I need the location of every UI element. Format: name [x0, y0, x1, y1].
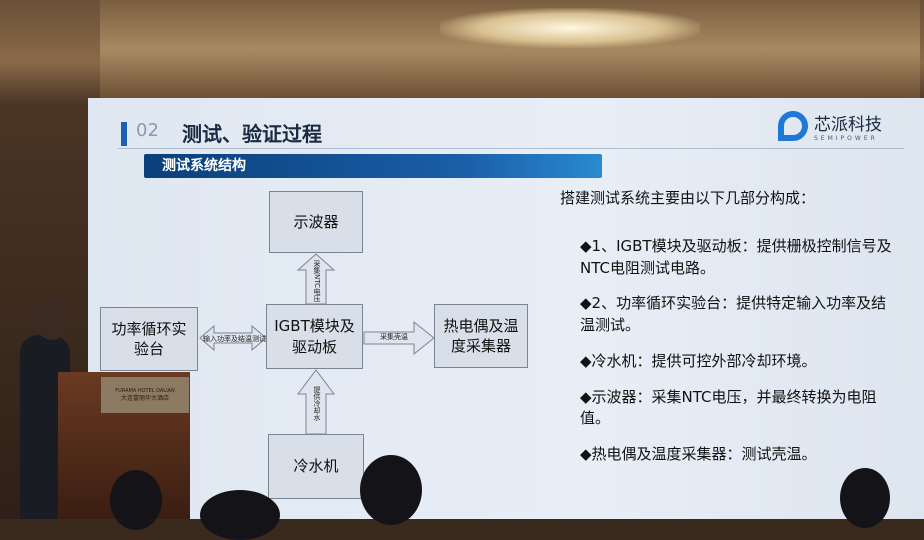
audience-head	[200, 490, 280, 540]
chandelier	[440, 8, 700, 48]
audience-head	[840, 468, 890, 528]
speaker-head	[34, 298, 70, 340]
arrow-right	[363, 320, 435, 356]
list-item: ◆2、功率循环实验台：提供特定输入功率及结温测试。	[580, 294, 887, 334]
section-number: 02	[136, 120, 159, 141]
logo-icon	[778, 111, 808, 141]
arrow-label-ntc: 采集NTC电压	[313, 260, 321, 302]
ceiling	[100, 0, 920, 100]
arrow-left-right	[199, 324, 267, 352]
arrow-up-top	[296, 253, 336, 305]
audience-head	[360, 455, 422, 525]
list-item: ◆热电偶及温度采集器：测试壳温。	[580, 445, 817, 463]
logo-cn: 芯派科技	[814, 115, 882, 135]
arrow-label-cooling: 提供冷却水	[313, 386, 321, 421]
section-bar: 测试系统结构	[144, 154, 602, 178]
arrow-up-bottom	[297, 369, 335, 435]
box-chiller: 冷水机	[268, 434, 364, 499]
box-oscilloscope: 示波器	[269, 191, 363, 253]
description-intro: 搭建测试系统主要由以下几部分构成：	[560, 189, 816, 207]
plaque-en: FURAMA HOTEL DALIAN	[115, 388, 175, 394]
box-igbt: IGBT模块及驱动板	[266, 304, 363, 369]
arrow-label-input-power: 输入功率及结温测试	[203, 335, 266, 343]
box-power-cycle: 功率循环实验台	[100, 307, 198, 371]
list-item: ◆冷水机：提供可控外部冷却环境。	[580, 351, 817, 370]
logo-en: SEMIPOWER	[814, 135, 878, 142]
diagram-arrows	[199, 253, 435, 435]
audience-head	[110, 470, 162, 530]
podium-plaque: FURAMA HOTEL DALIAN 大连富丽华大酒店	[101, 377, 189, 413]
box-thermocouple: 热电偶及温度采集器	[434, 304, 528, 368]
list-item: ◆1、IGBT模块及驱动板：提供栅极控制信号及NTC电阻测试电路。	[580, 236, 892, 277]
slide-title: 测试、验证过程	[182, 122, 322, 146]
plaque-cn: 大连富丽华大酒店	[120, 395, 169, 402]
title-accent-bar	[121, 122, 127, 146]
list-item: ◆示波器：采集NTC电压，并最终转换为电阻值。	[580, 387, 877, 428]
arrow-label-case-temp: 采集壳温	[380, 333, 408, 341]
description-list: 搭建测试系统主要由以下几部分构成： ◆1、IGBT模块及驱动板：提供栅极控制信号…	[560, 188, 900, 480]
header-divider	[118, 148, 904, 149]
